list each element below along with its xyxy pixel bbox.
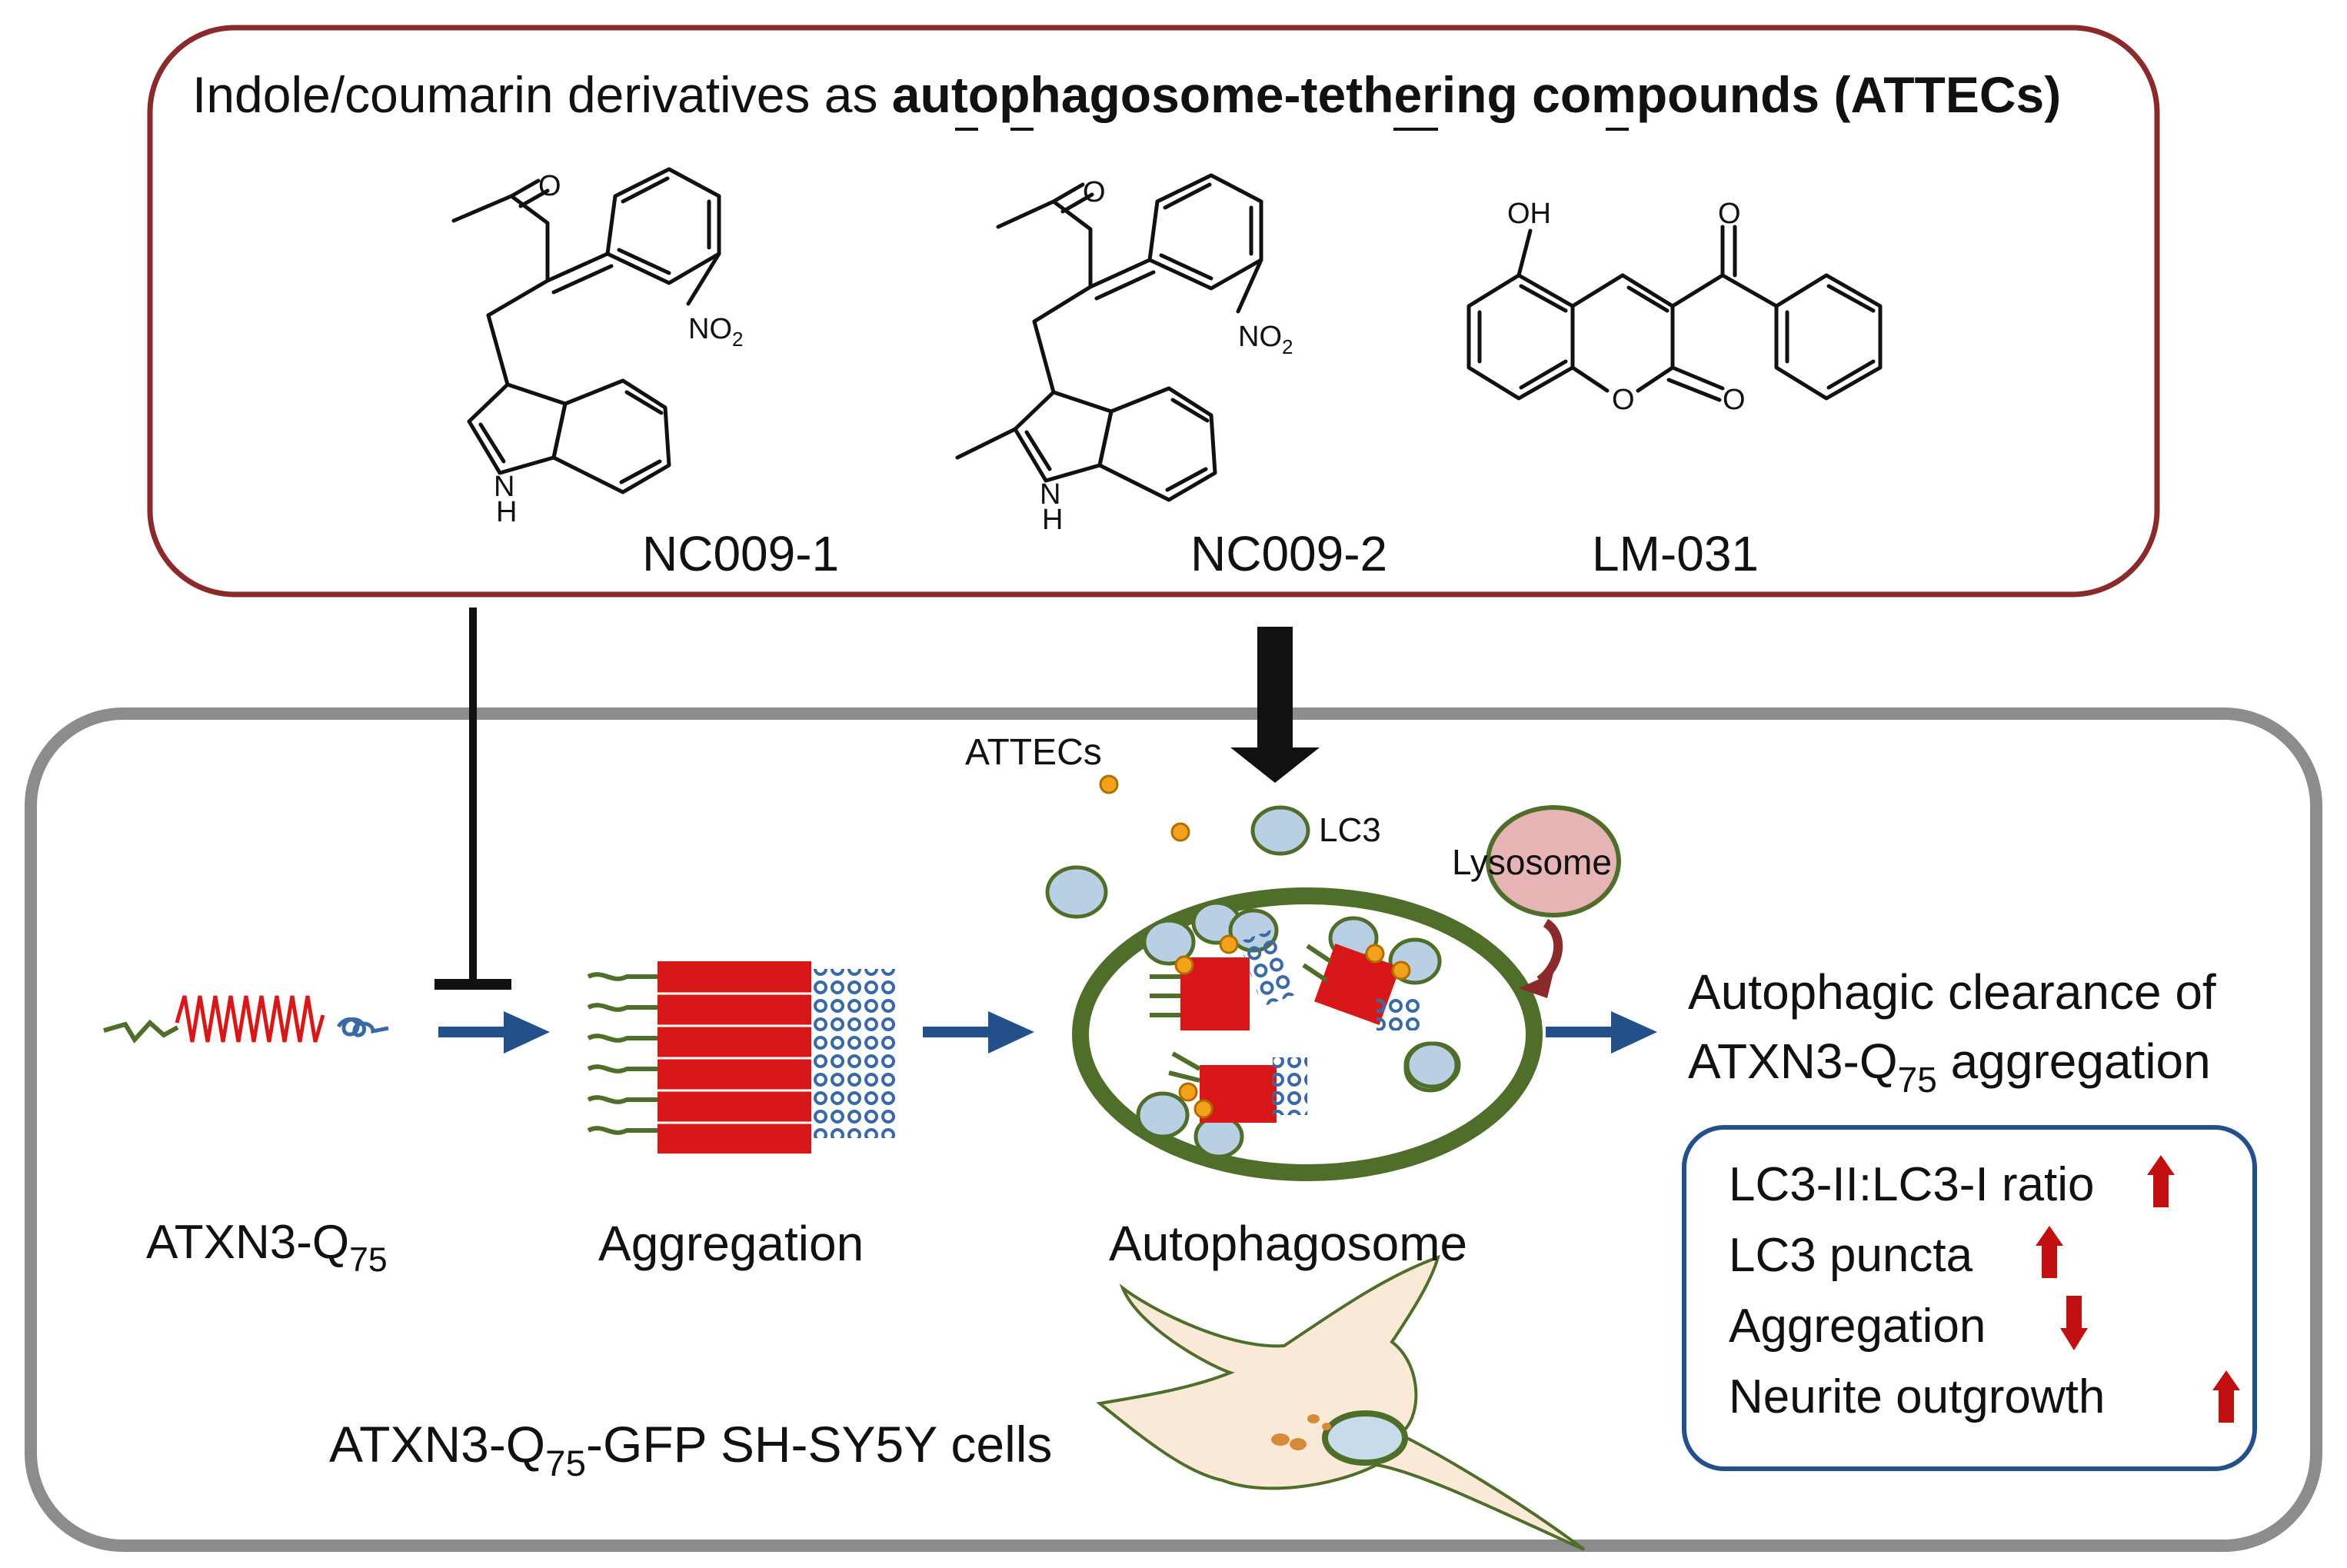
cell-aggregates xyxy=(1271,1414,1331,1450)
title-bold: autophagosome-tethering compounds (ATTEC… xyxy=(891,66,2062,123)
inhibition-connector xyxy=(434,608,511,990)
no2-sub: 2 xyxy=(732,328,743,351)
bottom-panel-frame xyxy=(25,707,2322,1552)
clearance-line-2-sub: 75 xyxy=(1897,1059,1937,1100)
flow-arrow-1 xyxy=(438,1011,550,1054)
effect-neurite: Neurite outgrowth xyxy=(1729,1370,2106,1423)
atom-ring-o: O xyxy=(1612,384,1635,416)
attec-dots-bound xyxy=(1174,934,1411,1119)
compound-name-nc009-2: NC009-2 xyxy=(1190,526,1388,581)
atom-oh: OH xyxy=(1507,198,1551,230)
atom-ketone-o: O xyxy=(1718,198,1741,230)
clearance-line-2-suffix: aggregation xyxy=(1936,1034,2211,1089)
cells-label-base: ATXN3-Q xyxy=(329,1416,546,1473)
atxn3-monomer-illustration xyxy=(103,995,389,1044)
atxn3-base: ATXN3-Q xyxy=(146,1216,350,1269)
clearance-line-2-base: ATXN3-Q xyxy=(1688,1034,1898,1089)
autophagosome-membrane xyxy=(1072,887,1543,1181)
compound-name-nc009-1: NC009-1 xyxy=(642,526,840,581)
effect-aggregation: Aggregation xyxy=(1729,1300,1986,1353)
engulfed-aggregate xyxy=(1168,1051,1307,1123)
title-underline-marks xyxy=(955,128,1629,131)
aggregate-green-tails xyxy=(587,972,657,1135)
atom-no2: NO2 xyxy=(688,313,743,351)
lc3-particle xyxy=(1142,918,1196,966)
lc3-particle xyxy=(1405,1041,1459,1089)
atom-n: N xyxy=(1040,478,1060,511)
promotion-arrow xyxy=(1230,627,1320,783)
effect-direction-arrows xyxy=(2036,1155,2240,1423)
cell-nucleus xyxy=(1322,1410,1408,1466)
autophagosome-label: Autophagosome xyxy=(1109,1216,1468,1271)
up-arrow-icon xyxy=(2212,1370,2240,1423)
atxn3-q75-label: ATXN3-Q75 xyxy=(146,1216,388,1277)
flow-arrow-2 xyxy=(923,1011,1034,1054)
lc3-particle xyxy=(1250,805,1310,856)
atom-no2: NO2 xyxy=(1238,321,1293,358)
atom-n: N xyxy=(494,471,514,503)
atxn3-sub: 75 xyxy=(349,1240,388,1279)
lc3-particle xyxy=(1136,1091,1190,1139)
atom-carbonyl-o: O xyxy=(1723,384,1746,416)
top-panel-title: Indole/coumarin derivatives as autophago… xyxy=(192,69,2061,120)
atom-h: H xyxy=(496,496,517,528)
lm-031-structure: OH O O O xyxy=(1466,198,1883,416)
clearance-line-2: ATXN3-Q75 aggregation xyxy=(1688,1034,2211,1097)
atom-o: O xyxy=(1083,176,1106,208)
nc009-2-structure: O NO2 N H xyxy=(955,173,1293,536)
lysosome-fusion-arrow xyxy=(1536,918,1563,984)
lysosome-illustration xyxy=(1486,805,1621,998)
effects-box-frame xyxy=(1682,1125,2257,1471)
atom-h: H xyxy=(1042,504,1063,536)
neuron-cell-illustration xyxy=(1096,1254,1586,1551)
aggregation-label: Aggregation xyxy=(598,1216,864,1271)
nc009-1-structure: O NO2 N H xyxy=(451,167,743,528)
no2-base: NO xyxy=(688,313,732,345)
autophagosome-illustration xyxy=(1045,774,1543,1181)
lysosome-label: Lysosome xyxy=(1452,842,1612,882)
atom-o: O xyxy=(538,170,561,202)
lysosome xyxy=(1486,805,1621,917)
cells-label: ATXN3-Q75-GFP SH-SY5Y cells xyxy=(329,1416,1053,1482)
aggregate-illustration xyxy=(587,961,896,1154)
lc3-label: LC3 xyxy=(1319,811,1381,849)
flow-arrow-3 xyxy=(1546,1011,1657,1054)
no2-sub: 2 xyxy=(1282,335,1293,358)
cells-label-sub: 75 xyxy=(545,1443,587,1485)
up-arrow-icon xyxy=(2036,1226,2063,1278)
engulfed-aggregate xyxy=(1302,944,1423,1030)
down-arrow-icon xyxy=(2060,1296,2088,1350)
clearance-line-1: Autophagic clearance of xyxy=(1688,964,2216,1020)
top-panel-frame xyxy=(147,25,2160,598)
attecs-label: ATTECs xyxy=(965,732,1102,773)
effect-puncta: LC3 puncta xyxy=(1729,1229,1973,1282)
effect-ratio: LC3-II:LC3-I ratio xyxy=(1729,1158,2095,1211)
lc3-particle xyxy=(1045,865,1108,919)
up-arrow-icon xyxy=(2147,1155,2175,1207)
compound-name-lm-031: LM-031 xyxy=(1592,526,1759,581)
attec-dots-free xyxy=(1099,774,1190,842)
aggregate-blue-coils xyxy=(811,969,896,1138)
title-lead: Indole/coumarin derivatives as xyxy=(192,66,892,123)
lc3-particles xyxy=(1045,805,1461,1159)
cells-label-suffix: -GFP SH-SY5Y cells xyxy=(586,1416,1053,1473)
chemical-structures: O NO2 N H O xyxy=(451,167,1883,536)
no2-base: NO xyxy=(1238,321,1282,353)
